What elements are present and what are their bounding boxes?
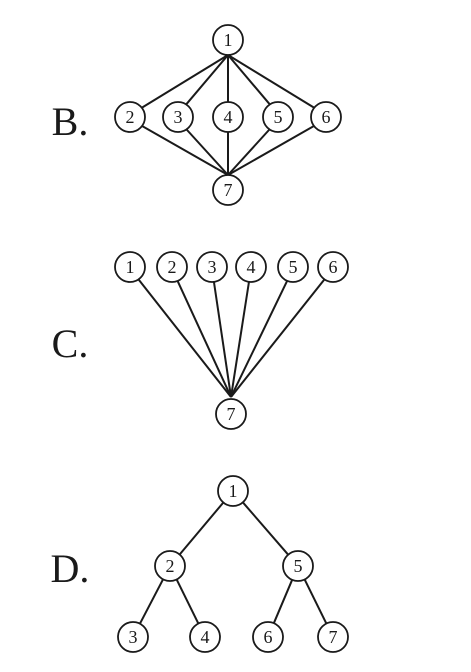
node-number-d-4: 4 [201,627,210,647]
edge-b-1-3 [185,54,229,106]
edge-b-3-7 [185,128,229,176]
edge-d-1-5 [242,501,289,556]
node-d-4: 4 [189,621,221,653]
node-number-d-2: 2 [166,556,175,576]
node-circle-d-4 [189,621,221,653]
node-b-3: 3 [162,101,194,133]
node-number-c-5: 5 [289,257,298,277]
node-c-3: 3 [196,251,228,283]
diagram-b: B. 1 2 3 4 5 6 7 [52,24,342,206]
node-circle-c-7 [215,398,247,430]
node-b-7: 7 [212,174,244,206]
edge-d-1-2 [178,501,225,556]
node-number-c-6: 6 [329,257,338,277]
node-circle-b-6 [310,101,342,133]
edge-b-5-7 [227,128,271,176]
edge-d-2-4 [175,579,200,624]
node-d-1: 1 [217,475,249,507]
node-number-b-5: 5 [274,107,283,127]
node-c-4: 4 [235,251,267,283]
node-circle-d-7 [317,621,349,653]
node-c-6: 6 [317,251,349,283]
node-d-5: 5 [282,550,314,582]
node-circle-d-3 [117,621,149,653]
edge-c-6-7 [230,278,326,398]
node-number-b-7: 7 [224,180,233,200]
option-label-d: D. [51,546,90,591]
node-circle-d-5 [282,550,314,582]
edge-d-5-7 [303,579,328,624]
node-circle-b-5 [262,101,294,133]
node-number-b-3: 3 [174,107,183,127]
node-number-c-3: 3 [208,257,217,277]
node-number-b-6: 6 [322,107,331,127]
option-label-c: C. [52,321,89,366]
node-c-5: 5 [277,251,309,283]
node-number-b-1: 1 [224,30,233,50]
node-circle-c-5 [277,251,309,283]
node-c-1: 1 [114,251,146,283]
node-c-2: 2 [156,251,188,283]
node-circle-c-3 [196,251,228,283]
node-circle-b-3 [162,101,194,133]
node-circle-d-6 [252,621,284,653]
edge-b-1-6 [227,54,315,109]
node-circle-b-4 [212,101,244,133]
node-circle-b-2 [114,101,146,133]
node-circle-c-1 [114,251,146,283]
node-number-b-4: 4 [224,107,233,127]
node-circle-c-4 [235,251,267,283]
node-number-c-4: 4 [247,257,256,277]
node-circle-d-1 [217,475,249,507]
node-number-c-2: 2 [168,257,177,277]
node-b-1: 1 [212,24,244,56]
edge-c-3-7 [212,281,232,398]
diagram-c: C. 1 2 3 4 5 6 7 [52,251,349,430]
node-circle-b-1 [212,24,244,56]
edge-d-5-6 [272,579,294,624]
edge-b-1-5 [227,54,271,106]
node-circle-c-6 [317,251,349,283]
node-b-6: 6 [310,101,342,133]
edge-b-6-7 [227,125,315,176]
node-number-c-1: 1 [126,257,135,277]
node-circle-c-2 [156,251,188,283]
edge-c-1-7 [137,278,232,398]
node-number-d-1: 1 [229,481,238,501]
node-d-6: 6 [252,621,284,653]
edge-c-4-7 [230,281,250,398]
edge-b-2-7 [141,125,229,176]
node-b-2: 2 [114,101,146,133]
edge-b-1-2 [141,54,229,109]
node-circle-b-7 [212,174,244,206]
node-number-c-7: 7 [227,404,236,424]
edge-d-2-3 [139,578,164,625]
edge-c-5-7 [230,280,289,398]
node-number-d-3: 3 [129,627,138,647]
node-number-d-5: 5 [294,556,303,576]
node-d-2: 2 [154,550,186,582]
node-circle-d-2 [154,550,186,582]
node-number-b-2: 2 [126,107,135,127]
node-d-7: 7 [317,621,349,653]
option-label-b: B. [52,99,89,144]
edge-c-2-7 [176,280,232,398]
node-b-4: 4 [212,101,244,133]
node-c-7: 7 [215,398,247,430]
node-number-d-6: 6 [264,627,273,647]
node-b-5: 5 [262,101,294,133]
diagram-d: D. 1 2 3 4 5 6 7 [51,475,349,653]
node-number-d-7: 7 [329,627,338,647]
node-d-3: 3 [117,621,149,653]
